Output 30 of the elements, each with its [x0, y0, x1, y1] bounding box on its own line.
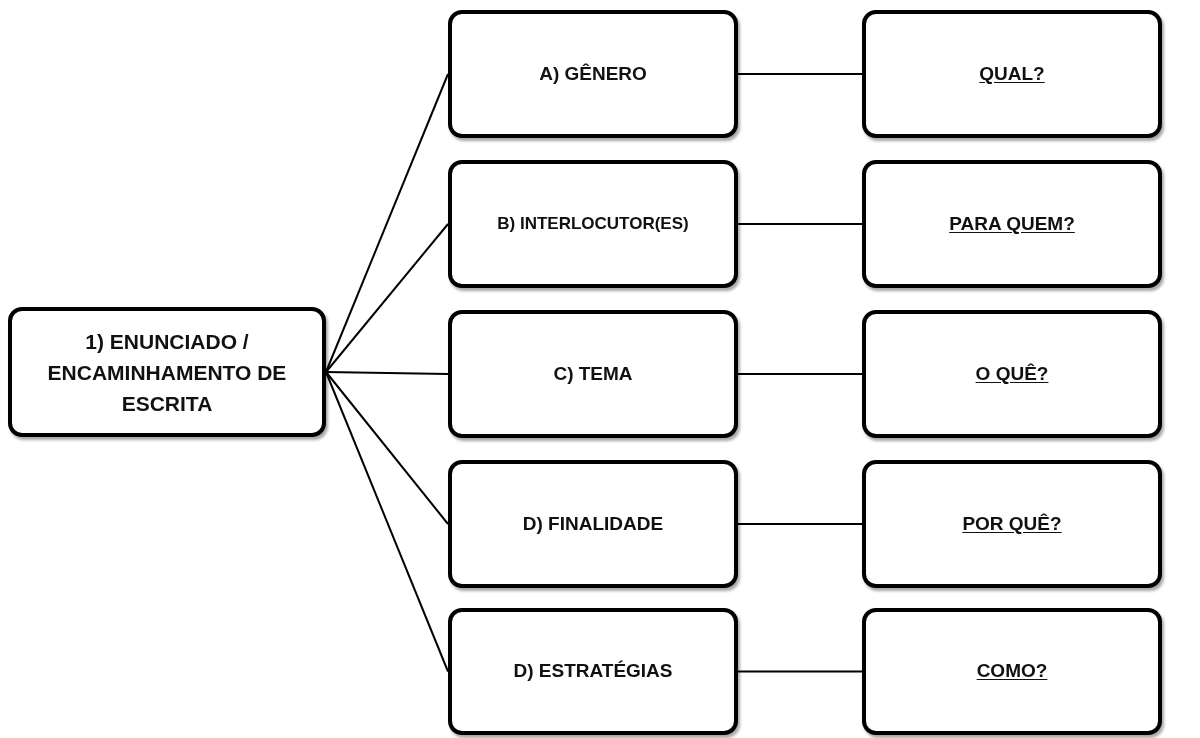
text-box	[448, 160, 738, 288]
text-box	[8, 307, 326, 437]
text-box	[448, 608, 738, 735]
text-box	[862, 10, 1162, 138]
text-box	[448, 10, 738, 138]
connector-line	[737, 670, 863, 673]
text-box	[448, 310, 738, 438]
box-label: C) TEMA	[553, 361, 633, 386]
box-label: B) INTERLOCUTOR(ES)	[497, 213, 689, 236]
question-text: COMO?	[976, 659, 1048, 684]
box-label: 1) ENUNCIADO / ENCAMINHAMENTO DE ESCRITA	[46, 328, 288, 417]
connector-line	[737, 73, 863, 75]
question-text: PARA QUEM?	[949, 211, 1075, 236]
text-box	[862, 160, 1162, 288]
connector-line	[325, 371, 449, 375]
box-label: D) ESTRATÉGIAS	[513, 659, 673, 684]
connector-line	[325, 371, 449, 525]
box-label: A) GÊNERO	[539, 61, 647, 86]
connector-line	[737, 223, 863, 225]
question-text: O QUÊ?	[975, 361, 1049, 386]
text-box	[862, 608, 1162, 735]
box-label: D) FINALIDADE	[522, 511, 664, 536]
question-text: POR QUÊ?	[962, 511, 1062, 536]
connector-line	[737, 373, 863, 375]
connector-line	[325, 223, 449, 373]
connector-line	[737, 523, 863, 525]
text-box	[448, 460, 738, 588]
text-box	[862, 310, 1162, 438]
text-box	[862, 460, 1162, 588]
question-text: QUAL?	[979, 61, 1045, 86]
